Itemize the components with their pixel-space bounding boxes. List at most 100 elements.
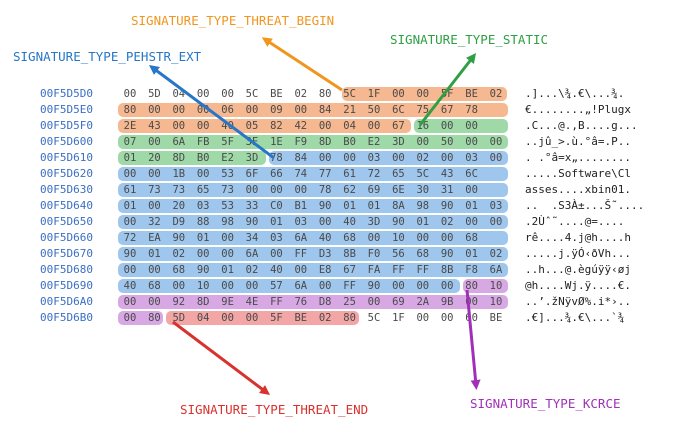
hex-address: 00F5D600 [40, 135, 93, 148]
kcrce-highlight [463, 279, 508, 293]
hex-byte: 04 [196, 312, 210, 324]
hex-address: 00F5D5E0 [40, 103, 93, 116]
hex-byte: 07 [123, 136, 137, 148]
hex-byte: 00 [416, 280, 430, 292]
hex-byte: 77 [318, 168, 332, 180]
hex-byte: FB [196, 136, 210, 148]
hex-byte: 10 [196, 280, 210, 292]
hex-byte: 6E [392, 184, 405, 196]
hex-ascii: rê....4.j@h....h [525, 231, 631, 244]
hex-ascii: .....j.ÿÓ‹ðVh... [525, 247, 631, 260]
hex-byte: 00 [196, 120, 210, 132]
hex-byte: 01 [367, 200, 381, 212]
hex-byte: 03 [489, 200, 503, 212]
hex-byte: 67 [343, 264, 356, 276]
hex-byte: 00 [245, 184, 259, 196]
hex-byte: 00 [148, 200, 161, 212]
hex-byte: 00 [440, 152, 454, 164]
hex-byte: 5C [343, 88, 356, 100]
hex-byte: FF [392, 264, 405, 276]
hex-byte: 00 [489, 216, 503, 228]
hex-byte: F9 [294, 136, 308, 148]
hex-byte: 72 [123, 232, 137, 244]
hex-byte: 00 [465, 136, 478, 148]
hex-address: 00F5D690 [40, 279, 93, 292]
hex-byte: FA [367, 264, 381, 276]
hex-byte: 80 [343, 312, 356, 324]
static-highlight [118, 135, 508, 149]
hex-byte: 5F [440, 88, 454, 100]
hex-byte: 00 [270, 184, 283, 196]
hex-byte: 90 [440, 248, 454, 260]
hex-byte: 10 [489, 296, 503, 308]
hex-byte: 78 [465, 104, 478, 116]
hex-byte: 68 [172, 264, 186, 276]
kcrce-arrow [465, 289, 481, 390]
hex-byte: 4E [245, 296, 259, 308]
hex-ascii: . .°â=x„........ [525, 151, 631, 164]
kcrce-highlight [118, 311, 163, 325]
threat-begin-arrow [261, 37, 343, 92]
hex-byte: 00 [416, 232, 430, 244]
hex-byte: FF [270, 296, 283, 308]
hex-byte: 00 [148, 296, 161, 308]
hex-byte: 20 [148, 152, 161, 164]
hex-byte: 00 [245, 312, 259, 324]
hex-byte: 2E [123, 120, 137, 132]
pehstr-ext-highlight [118, 215, 508, 229]
hex-byte: 00 [123, 168, 137, 180]
hex-byte: 50 [440, 136, 454, 148]
hex-byte: 40 [270, 264, 283, 276]
static-highlight [118, 151, 266, 165]
hex-byte: 75 [416, 104, 430, 116]
hex-byte: 72 [367, 168, 381, 180]
hex-byte: 00 [123, 216, 137, 228]
hex-byte: 31 [440, 184, 454, 196]
hex-byte: 62 [343, 184, 356, 196]
hex-byte: 2A [416, 296, 430, 308]
hex-byte: 90 [245, 216, 259, 228]
hex-byte: 40 [221, 120, 234, 132]
hex-byte: 66 [270, 168, 283, 180]
hex-byte: 8B [343, 248, 356, 260]
hex-byte: B1 [294, 200, 308, 212]
hex-byte: 78 [318, 184, 332, 196]
hex-byte: 00 [221, 312, 234, 324]
hex-byte: 03 [196, 200, 210, 212]
hex-byte: 8B [440, 264, 454, 276]
hex-byte: 00 [416, 88, 430, 100]
hex-byte: 90 [318, 200, 332, 212]
hex-byte: BE [489, 312, 503, 324]
static-highlight [414, 119, 508, 133]
hex-byte: 43 [148, 120, 161, 132]
hex-byte: 6C [392, 104, 405, 116]
hex-byte: 57 [270, 280, 283, 292]
hex-byte: 02 [489, 88, 503, 100]
hex-byte: 5C [416, 168, 430, 180]
hex-byte: 65 [196, 184, 210, 196]
hex-byte: 3D [245, 152, 259, 164]
hex-byte: 6A [294, 232, 308, 244]
hex-byte: 10 [489, 280, 503, 292]
hex-byte: 02 [440, 216, 454, 228]
hex-byte: E8 [318, 264, 332, 276]
hex-byte: EA [148, 232, 161, 244]
hex-byte: 00 [416, 136, 430, 148]
hex-byte: 5F [221, 136, 234, 148]
hex-byte: 5F [270, 312, 283, 324]
hex-byte: 00 [392, 280, 405, 292]
hex-byte: 90 [196, 264, 210, 276]
hex-byte: D3 [318, 248, 332, 260]
hex-byte: 00 [148, 104, 161, 116]
hex-byte: 21 [343, 104, 356, 116]
hex-byte: 02 [294, 88, 308, 100]
hex-byte: 00 [148, 136, 161, 148]
hex-byte: 00 [440, 280, 454, 292]
threat-end-highlight [166, 311, 359, 325]
hex-byte: 00 [172, 280, 186, 292]
hex-byte: 84 [294, 152, 308, 164]
hex-byte: 69 [392, 296, 405, 308]
hex-byte: 25 [343, 296, 356, 308]
hex-byte: 53 [221, 200, 234, 212]
hex-ascii: .. .S3À±...Š˜.... [525, 199, 645, 212]
